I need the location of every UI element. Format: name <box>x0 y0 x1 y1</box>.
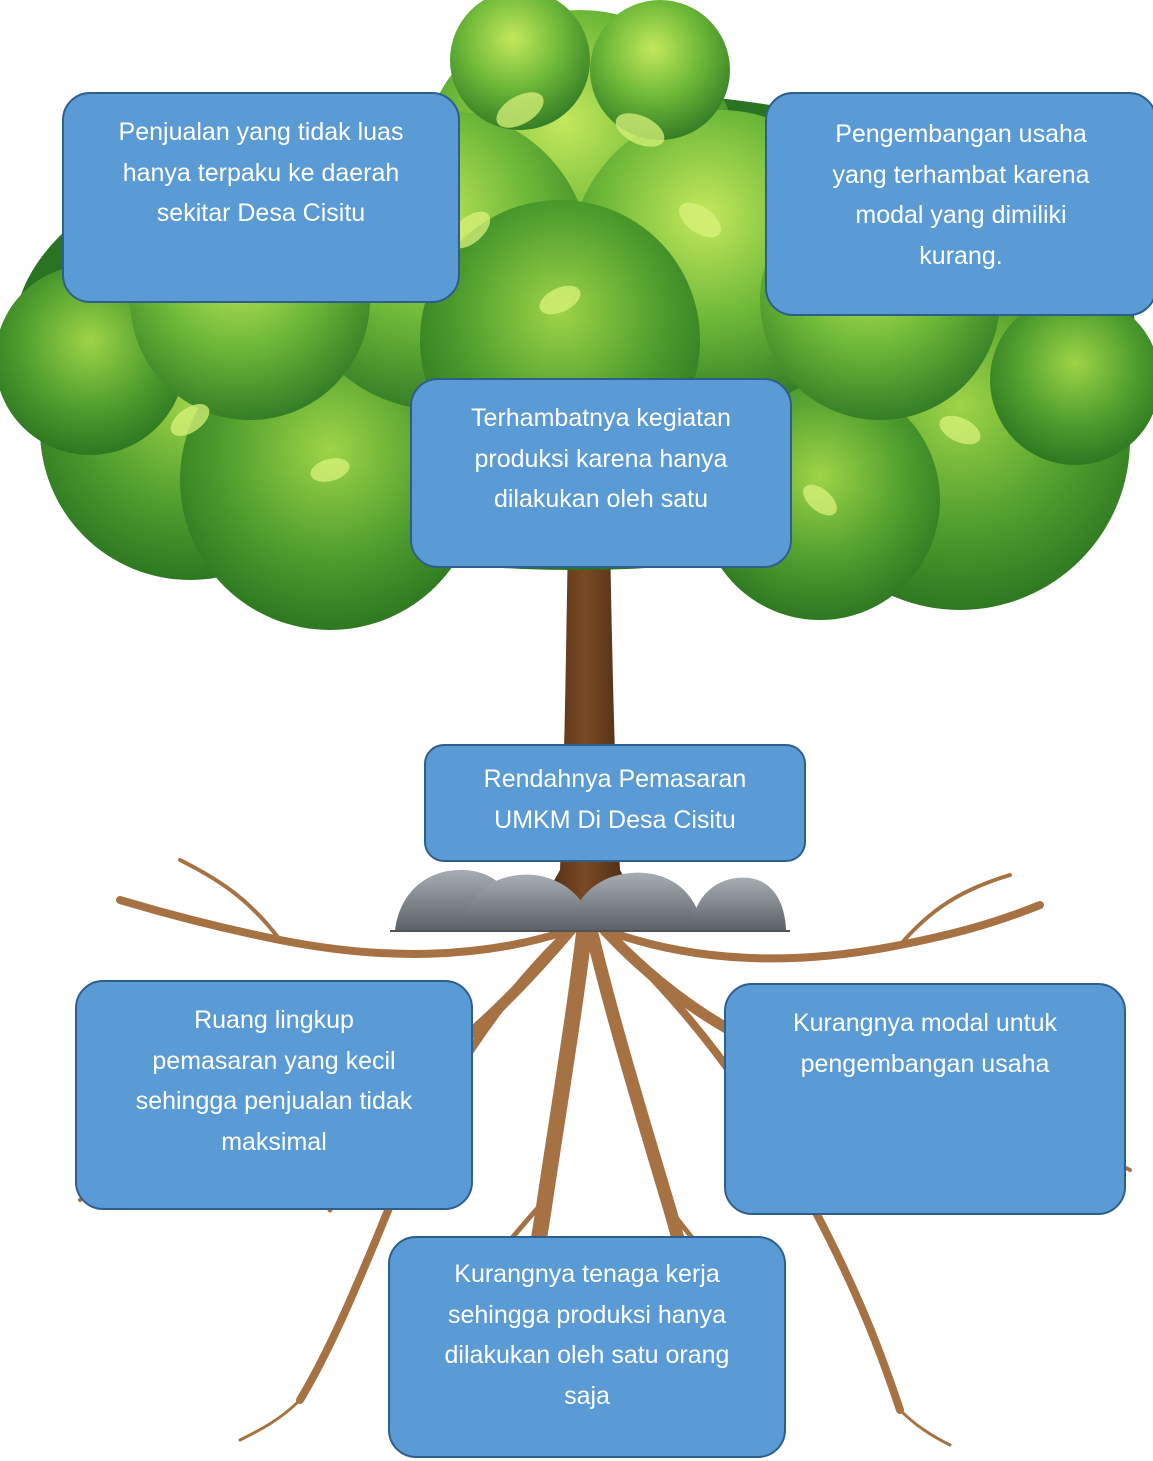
effect-text-line: modal yang dimiliki <box>855 201 1067 229</box>
effect-box-limited-sales: Penjualan yang tidak luas hanya terpaku … <box>62 92 460 303</box>
rocks-illustration <box>390 869 790 932</box>
core-problem-box: Rendahnya Pemasaran UMKM Di Desa Cisitu <box>424 744 806 862</box>
effect-text-line: Penjualan yang tidak luas <box>118 118 404 146</box>
cause-text-line: Kurangnya modal untuk <box>792 1009 1058 1037</box>
effect-text-line: yang terhambat karena <box>832 160 1090 189</box>
cause-text-line: Kurangnya tenaga kerja <box>454 1260 720 1288</box>
effect-box-business-development: Pengembangan usaha yang terhambat karena… <box>765 92 1153 316</box>
core-problem-line: Rendahnya Pemasaran <box>483 765 747 793</box>
cause-text-line: Ruang lingkup <box>194 1006 354 1034</box>
cause-text-line: sehingga penjualan tidak <box>135 1087 413 1115</box>
effect-box-production-hampered: Terhambatnya kegiatan produksi karena ha… <box>410 378 792 568</box>
cause-box-small-market-scope: Ruang lingkup pemasaran yang kecil sehin… <box>75 980 473 1210</box>
effect-text-line: Pengembangan usaha <box>835 120 1087 148</box>
effect-text-line: produksi karena hanya <box>474 444 728 473</box>
cause-box-lack-of-workers: Kurangnya tenaga kerja sehingga produksi… <box>388 1236 786 1458</box>
cause-text-line: saja <box>564 1381 610 1410</box>
cause-text-line: dilakukan oleh satu orang <box>444 1341 730 1369</box>
cause-text-line: pemasaran yang kecil <box>152 1046 396 1075</box>
effect-text-line: kurang. <box>919 241 1003 270</box>
cause-text-line: sehingga produksi hanya <box>448 1300 726 1329</box>
core-problem-line: UMKM Di Desa Cisitu <box>494 805 736 834</box>
effect-text-line: dilakukan oleh satu <box>493 485 709 513</box>
effect-text-line: hanya terpaku ke daerah <box>122 158 400 187</box>
cause-box-lack-of-capital: Kurangnya modal untuk pengembangan usaha <box>724 983 1126 1215</box>
cause-text-line: pengembangan usaha <box>800 1049 1050 1078</box>
cause-text-line: maksimal <box>221 1127 327 1156</box>
effect-text-line: Terhambatnya kegiatan <box>471 404 731 432</box>
effect-text-line: sekitar Desa Cisitu <box>156 199 366 227</box>
